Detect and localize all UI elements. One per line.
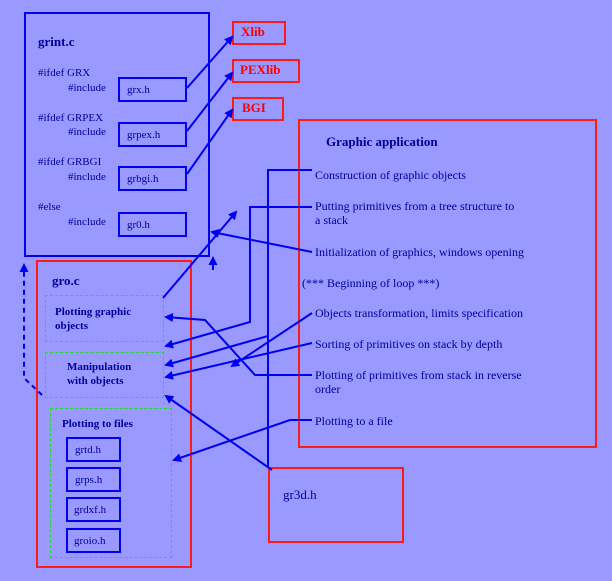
grpex-file-box bbox=[118, 122, 187, 147]
grint-box bbox=[24, 12, 210, 257]
app-step-putting-primitives: Putting primitives from a tree structure… bbox=[315, 199, 515, 227]
arrow-sorting-to-manipulation bbox=[164, 342, 313, 380]
grtd-file: grtd.h bbox=[75, 444, 101, 456]
grbgi-file: grbgi.h bbox=[127, 173, 159, 185]
groio-file: groio.h bbox=[74, 535, 106, 547]
else-directive: #else bbox=[38, 201, 61, 213]
pexlib-box bbox=[232, 59, 300, 83]
plotting-graphic-objects-box bbox=[45, 295, 164, 342]
include-grpex: #include bbox=[68, 126, 106, 138]
arrow-gr3d-to-manipulation bbox=[164, 394, 273, 471]
grdxf-file-box bbox=[66, 497, 121, 522]
app-step-plotting-file: Plotting to a file bbox=[315, 414, 393, 428]
bgi-label: BGI bbox=[242, 100, 266, 115]
pexlib-label: PEXlib bbox=[240, 62, 281, 77]
xlib-box bbox=[232, 21, 286, 45]
grint-title: grint.c bbox=[38, 34, 75, 49]
app-step-sorting: Sorting of primitives on stack by depth bbox=[315, 337, 503, 351]
arrow-initialization-to-grint bbox=[210, 228, 313, 253]
groio-file-box bbox=[66, 528, 121, 553]
grtd-file-box bbox=[66, 437, 121, 462]
gr3d-box bbox=[268, 467, 404, 543]
gr0-file-box bbox=[118, 212, 187, 237]
arrow-plotting-to-grint bbox=[162, 210, 238, 299]
arrow-grbgi-bgi bbox=[186, 108, 234, 175]
plotting-graphic-objects-label: Plotting graphic objects bbox=[55, 306, 132, 332]
gro-title: gro.c bbox=[52, 273, 80, 288]
ifdef-grbgi: #ifdef GRBGI bbox=[38, 156, 102, 168]
gr0-file: gr0.h bbox=[127, 219, 150, 231]
arrow-grx-xlib bbox=[186, 35, 234, 89]
gr3d-label: gr3d.h bbox=[283, 487, 317, 502]
arrow-transformation-to-manipulation bbox=[230, 312, 313, 368]
dashed-arrow-files-to-grint bbox=[19, 263, 43, 396]
arrow-grpex-pexlib bbox=[186, 71, 234, 132]
manipulation-label: Manipulation with objects bbox=[67, 361, 132, 387]
manipulation-box bbox=[45, 352, 164, 398]
graphic-application-box bbox=[298, 119, 597, 448]
arrow-file-to-plotting-files bbox=[172, 419, 312, 462]
plotting-to-files-label: Plotting to files bbox=[62, 418, 133, 430]
arrow-reverse-to-plotting bbox=[164, 313, 312, 376]
app-step-transformation: Objects transformation, limits specifica… bbox=[315, 306, 523, 320]
graphic-application-title: Graphic application bbox=[326, 134, 438, 149]
include-grbgi: #include bbox=[68, 171, 106, 183]
grpex-file: grpex.h bbox=[127, 129, 161, 141]
grps-file-box bbox=[66, 467, 121, 492]
grx-file-box bbox=[118, 77, 187, 102]
grbgi-file-box bbox=[118, 166, 187, 191]
ifdef-grx: #ifdef GRX bbox=[38, 67, 91, 79]
app-step-loop-start: (*** Beginning of loop ***) bbox=[302, 276, 440, 290]
grx-file: grx.h bbox=[127, 84, 150, 96]
grdxf-file: grdxf.h bbox=[74, 504, 107, 516]
grps-file: grps.h bbox=[75, 474, 103, 486]
ifdef-grpex: #ifdef GRPEX bbox=[38, 112, 104, 124]
include-grx: #include bbox=[68, 82, 106, 94]
app-step-construction: Construction of graphic objects bbox=[315, 168, 466, 182]
include-gr0: #include bbox=[68, 216, 106, 228]
plotting-to-files-box bbox=[50, 408, 172, 558]
xlib-label: Xlib bbox=[241, 24, 265, 39]
app-step-plotting-reverse: Plotting of primitives from stack in rev… bbox=[315, 368, 522, 396]
app-step-initialization: Initialization of graphics, windows open… bbox=[315, 245, 524, 259]
arrow-putting-to-manipulation bbox=[164, 206, 312, 349]
